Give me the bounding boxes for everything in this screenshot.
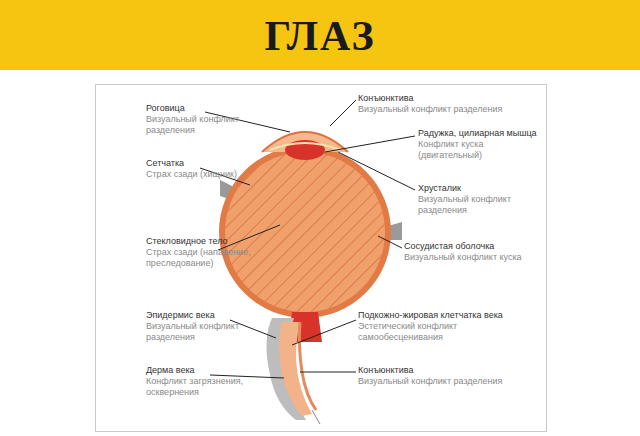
part-label: СетчаткаСтрах сзади (хищник)	[146, 158, 246, 180]
part-name: Сетчатка	[146, 158, 246, 169]
conflict-note: Визуальный конфликт разделения	[146, 114, 256, 136]
conflict-note: Конфликт куска (двигательный)	[418, 139, 540, 161]
part-label: Эпидермис векаВизуальный конфликт раздел…	[146, 310, 256, 343]
conflict-note: Визуальный конфликт разделения	[146, 321, 256, 343]
part-name: Дерма века	[146, 365, 256, 376]
part-label: Радужка, цилиарная мышцаКонфликт куска (…	[418, 128, 540, 161]
part-label: Сосудистая оболочкаВизуальный конфликт к…	[404, 241, 540, 263]
part-label: Стекловидное телоСтрах сзади (нападение,…	[146, 236, 256, 269]
page-title: ГЛАЗ	[0, 12, 640, 60]
part-label: ХрусталикВизуальный конфликт разделения	[418, 183, 540, 216]
conflict-note: Страх сзади (хищник)	[146, 169, 246, 180]
part-label: КонъюнктиваВизуальный конфликт разделени…	[358, 93, 528, 115]
part-name: Сосудистая оболочка	[404, 241, 540, 252]
conflict-note: Визуальный конфликт разделения	[358, 376, 528, 387]
conflict-note: Визуальный конфликт разделения	[358, 104, 528, 115]
conflict-note: Визуальный конфликт разделения	[418, 194, 540, 216]
conflict-note: Эстетический конфликт самообесценивания	[358, 321, 540, 343]
part-label: Дерма векаКонфликт загрязнения, оскверне…	[146, 365, 256, 398]
conflict-note: Конфликт загрязнения, осквернения	[146, 376, 256, 398]
part-label: РоговицаВизуальный конфликт разделения	[146, 103, 256, 136]
part-name: Конъюнктива	[358, 93, 528, 104]
part-name: Конъюнктива	[358, 365, 528, 376]
part-name: Эпидермис века	[146, 310, 256, 321]
part-name: Радужка, цилиарная мышца	[418, 128, 540, 139]
part-name: Стекловидное тело	[146, 236, 256, 247]
part-name: Подкожно-жировая клетчатка века	[358, 310, 540, 321]
part-label: КонъюнктиваВизуальный конфликт разделени…	[358, 365, 528, 387]
part-name: Хрусталик	[418, 183, 540, 194]
conflict-note: Визуальный конфликт куска	[404, 252, 540, 263]
part-label: Подкожно-жировая клетчатка векаЭстетичес…	[358, 310, 540, 343]
part-name: Роговица	[146, 103, 256, 114]
conflict-note: Страх сзади (нападение, преследование)	[146, 247, 256, 269]
